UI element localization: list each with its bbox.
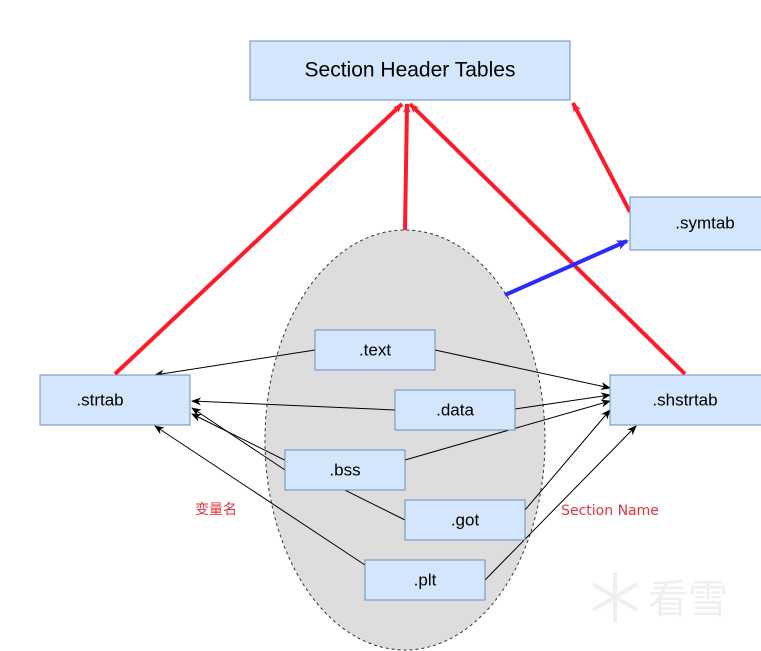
arrow-text-to-strtab bbox=[154, 349, 316, 378]
arrow-group-to-symtab bbox=[504, 239, 629, 297]
reference-arrows bbox=[154, 349, 637, 581]
arrow-strtab-to-sht bbox=[113, 102, 404, 376]
node-got: .got bbox=[404, 499, 526, 541]
node-label: .data bbox=[436, 400, 474, 419]
arrow-group-to-sht bbox=[402, 103, 411, 231]
arrow-plt-to-shstrtab bbox=[484, 425, 637, 581]
node-label: .strtab bbox=[76, 390, 123, 409]
node-label: .symtab bbox=[675, 213, 735, 232]
arrow-got-to-shstrtab bbox=[524, 409, 611, 511]
watermark: 看雪 bbox=[591, 572, 728, 623]
node-label: Section Header Tables bbox=[305, 59, 516, 82]
node-symtab: .symtab bbox=[629, 196, 761, 251]
arrow-shstrtab-to-sht bbox=[408, 102, 687, 376]
node-plt: .plt bbox=[364, 559, 486, 601]
arrow-data-to-shstrtab bbox=[514, 392, 611, 410]
node-text: .text bbox=[314, 329, 436, 371]
arrow-plt-to-strtab bbox=[154, 425, 366, 566]
arrow-data-to-strtab bbox=[191, 397, 396, 411]
node-label: .bss bbox=[329, 460, 360, 479]
node-bss: .bss bbox=[284, 449, 406, 491]
node-label: .text bbox=[359, 340, 391, 359]
node-label: .plt bbox=[414, 570, 437, 589]
watermark-text: 看雪 bbox=[648, 577, 728, 623]
node-strtab: .strtab bbox=[39, 374, 191, 426]
annotation-section-name: Section Name bbox=[561, 503, 659, 519]
node-data: .data bbox=[394, 389, 516, 431]
node-shstrtab: .shstrtab bbox=[609, 374, 761, 426]
arrow-symtab-to-sht bbox=[571, 102, 632, 213]
arrow-text-to-shstrtab bbox=[434, 349, 611, 390]
node-label: .shstrtab bbox=[652, 390, 717, 409]
annotation-variable-names: 变量名 bbox=[195, 502, 237, 518]
snowflake-icon bbox=[591, 572, 639, 622]
arrow-bss-to-strtab bbox=[191, 407, 286, 471]
node-section-header-tables: Section Header Tables bbox=[249, 40, 571, 101]
node-label: .got bbox=[451, 510, 480, 529]
